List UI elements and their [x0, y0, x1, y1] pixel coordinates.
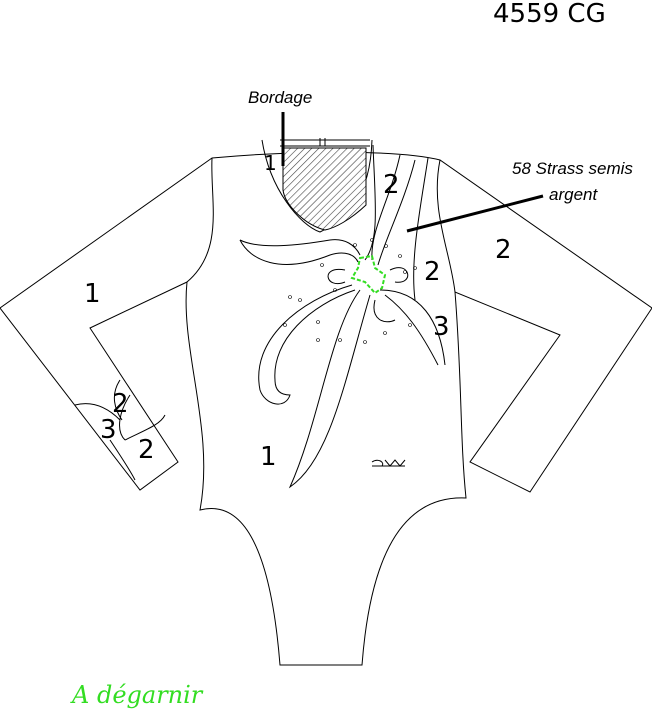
highlight-zone	[350, 254, 387, 295]
leotard-outline	[0, 151, 652, 666]
zone-label: 1	[264, 151, 277, 175]
bordage-label: Bordage	[248, 88, 312, 107]
zone-labels: 1 2 2 2 1 3 2 3 2 1	[84, 151, 512, 472]
zone-label: 2	[495, 235, 512, 265]
model-title: 4559 CG	[493, 0, 606, 29]
zone-label: 2	[138, 435, 155, 465]
neckline	[261, 112, 373, 233]
zone-label: 3	[433, 312, 450, 342]
strass-label-1: 58 Strass semis	[512, 159, 633, 178]
rhinestones	[283, 238, 417, 344]
zone-label: 2	[383, 170, 400, 200]
zone-label: 2	[424, 257, 441, 287]
zone-label: 2	[112, 389, 129, 419]
zone-label: 1	[260, 442, 277, 472]
zone-label: 1	[84, 279, 101, 309]
zone-label: 3	[100, 415, 117, 445]
applique-swirls	[74, 144, 446, 489]
strass-label-2: argent	[549, 185, 598, 204]
footer-note: A dégarnir	[70, 681, 204, 709]
